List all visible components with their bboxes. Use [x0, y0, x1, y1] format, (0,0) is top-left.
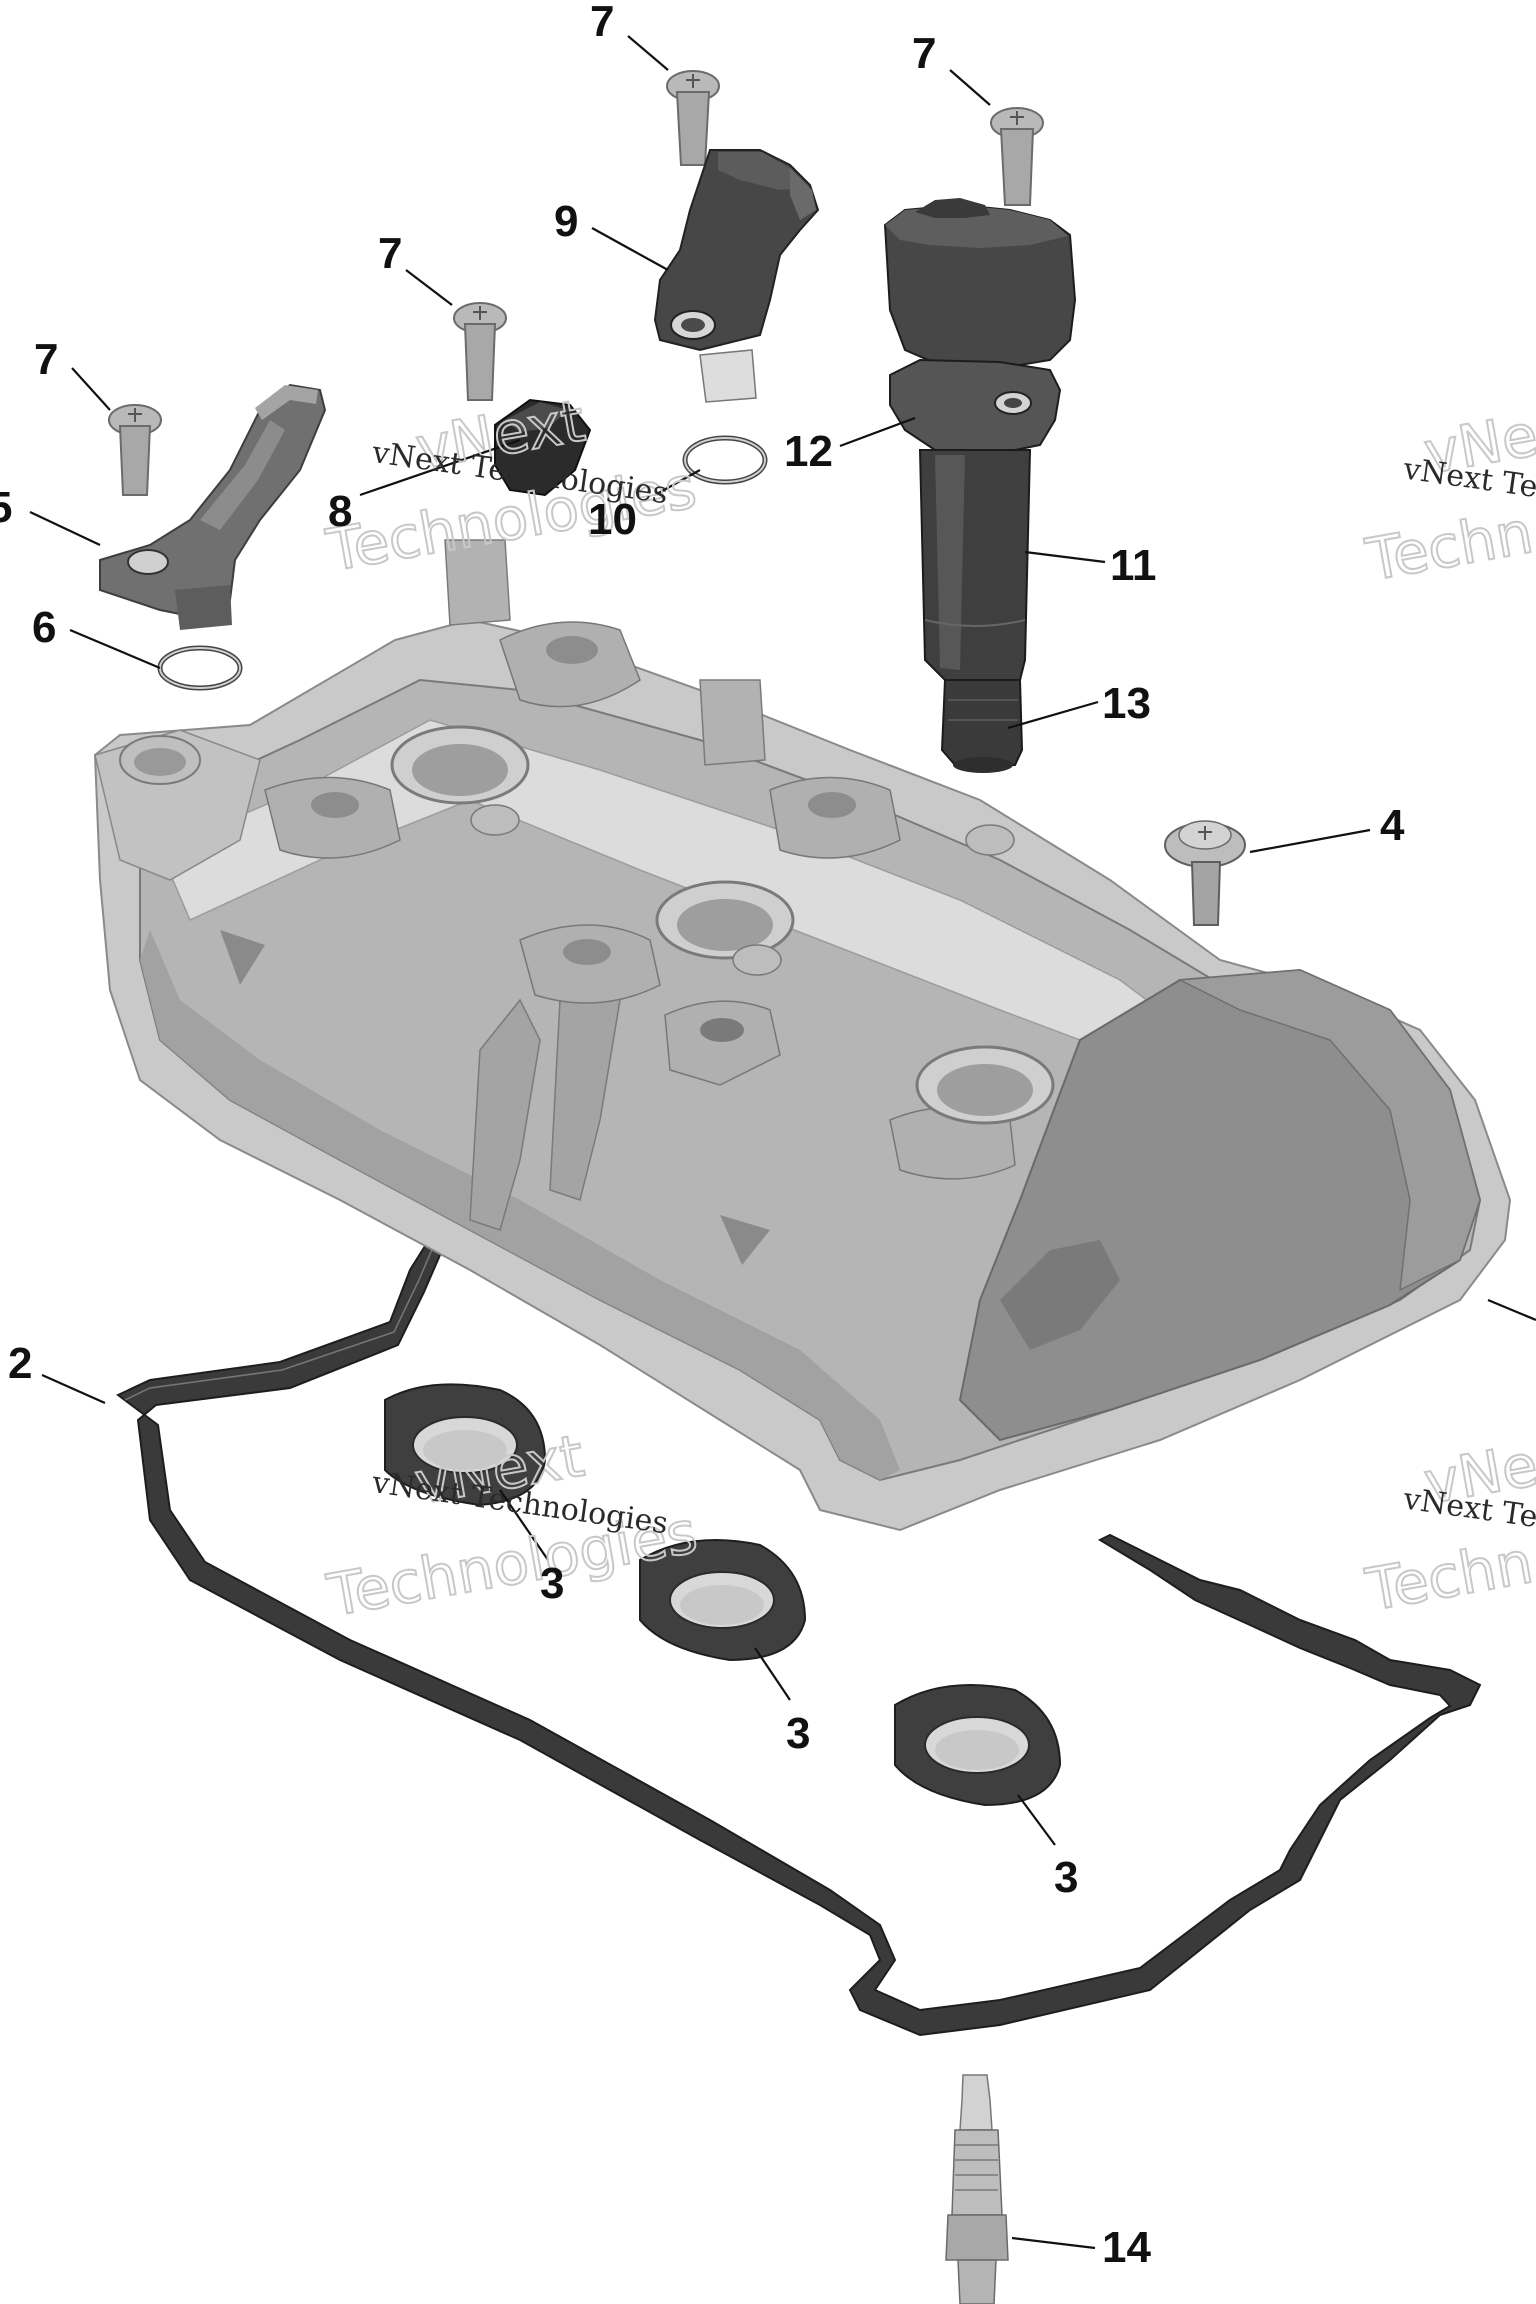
callout-10: 10	[588, 495, 637, 544]
leader-1	[1487, 1298, 1536, 1322]
leader-7d	[71, 367, 111, 411]
leader-13	[1007, 700, 1099, 730]
callout-7d: 7	[34, 335, 58, 384]
leader-6	[69, 628, 161, 670]
spark-plug-tube-seal-b	[639, 1539, 807, 1662]
callout-4: 4	[1380, 801, 1405, 850]
watermark-2-big2: Techn	[1361, 498, 1536, 594]
camshaft-position-sensor	[653, 149, 820, 403]
leader-7c	[405, 269, 453, 306]
leader-lines	[29, 35, 1536, 2250]
leader-12	[839, 416, 916, 448]
callout-3b: 3	[786, 1709, 810, 1758]
callout-7b: 7	[912, 29, 936, 78]
valve-cover	[93, 539, 1512, 1532]
callout-11: 11	[1110, 541, 1157, 590]
o-ring-6	[157, 645, 243, 691]
leader-2	[41, 1373, 106, 1405]
leader-3c	[1017, 1794, 1056, 1846]
leader-5	[29, 511, 101, 546]
ignition-coil	[883, 198, 1077, 773]
callout-3c: 3	[1054, 1853, 1078, 1902]
screw-7a	[666, 70, 720, 166]
leader-3a	[499, 1489, 549, 1561]
screw-7c	[453, 302, 507, 401]
o-ring-10	[682, 435, 768, 485]
callout-8: 8	[328, 487, 352, 536]
leader-4	[1249, 828, 1371, 854]
leader-3b	[754, 1647, 791, 1701]
callout-7a: 7	[590, 0, 614, 46]
leader-11	[1024, 550, 1106, 564]
sensor-cap-8	[494, 398, 592, 497]
leader-8	[359, 438, 521, 497]
callout-9: 9	[554, 197, 578, 246]
spark-plug-tube-seal-a	[384, 1383, 547, 1507]
screw-7d	[108, 404, 162, 496]
spark-plug-14	[945, 2074, 1009, 2304]
callout-5: 5	[0, 483, 12, 532]
callout-7c: 7	[378, 229, 402, 278]
screw-7b	[990, 107, 1044, 206]
watermark-4-big2: Techn	[1361, 1528, 1536, 1624]
cover-bolt-4	[1164, 820, 1246, 926]
breather-outlet-fitting	[99, 383, 327, 630]
callout-2: 2	[8, 1339, 32, 1388]
leader-9	[591, 227, 669, 271]
callout-14: 14	[1102, 2223, 1151, 2272]
leader-7a	[627, 35, 669, 71]
valve-cover-gasket	[116, 1232, 1482, 2037]
leader-10	[654, 469, 701, 496]
callout-6: 6	[32, 603, 56, 652]
leader-7b	[949, 69, 991, 106]
callout-13: 13	[1102, 679, 1151, 728]
spark-plug-tube-seal-c	[894, 1684, 1062, 1807]
callout-3a: 3	[540, 1559, 564, 1608]
callout-12: 12	[784, 427, 833, 476]
leader-14	[1011, 2236, 1096, 2250]
